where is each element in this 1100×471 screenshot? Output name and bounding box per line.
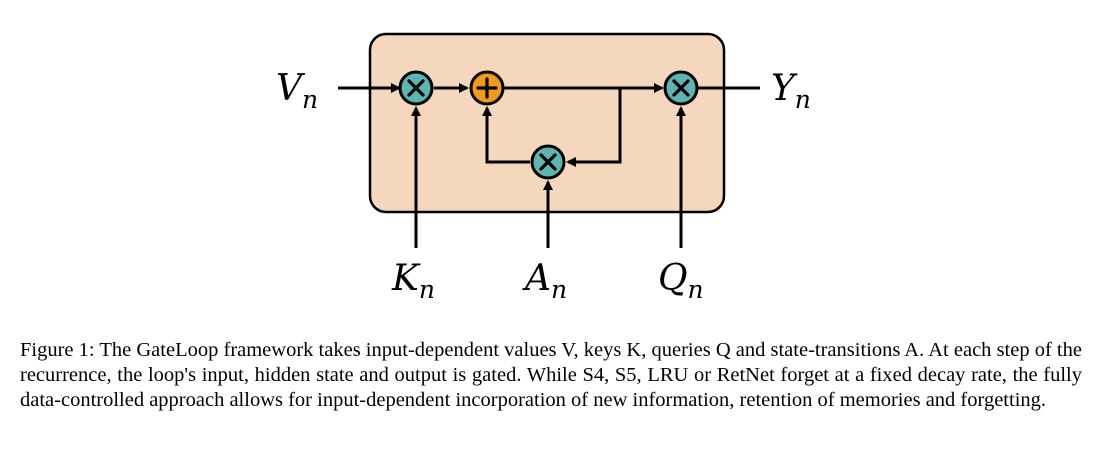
recurrence-feed-line — [566, 88, 622, 167]
add-node — [469, 70, 505, 106]
key-multiply-node — [398, 70, 434, 106]
y-label: Yn — [771, 68, 811, 114]
v-label: Vn — [276, 68, 318, 114]
state-multiply-node — [530, 144, 566, 180]
recurrence-back-line — [482, 106, 530, 164]
plus-icon — [476, 77, 498, 99]
gateloop-diagram: Vn Yn Kn An Qn — [276, 32, 811, 304]
multiply-icon — [407, 79, 425, 97]
multiply-icon — [539, 153, 557, 171]
query-multiply-node — [663, 70, 699, 106]
multiply-icon — [672, 79, 690, 97]
q-label: Qn — [658, 258, 704, 304]
a-label: An — [522, 258, 567, 304]
caption-label: Figure 1: — [20, 339, 95, 361]
k-label: Kn — [391, 258, 435, 304]
figure-caption: Figure 1: The GateLoop framework takes i… — [20, 338, 1082, 413]
caption-text: The GateLoop framework takes input-depen… — [20, 339, 1082, 411]
